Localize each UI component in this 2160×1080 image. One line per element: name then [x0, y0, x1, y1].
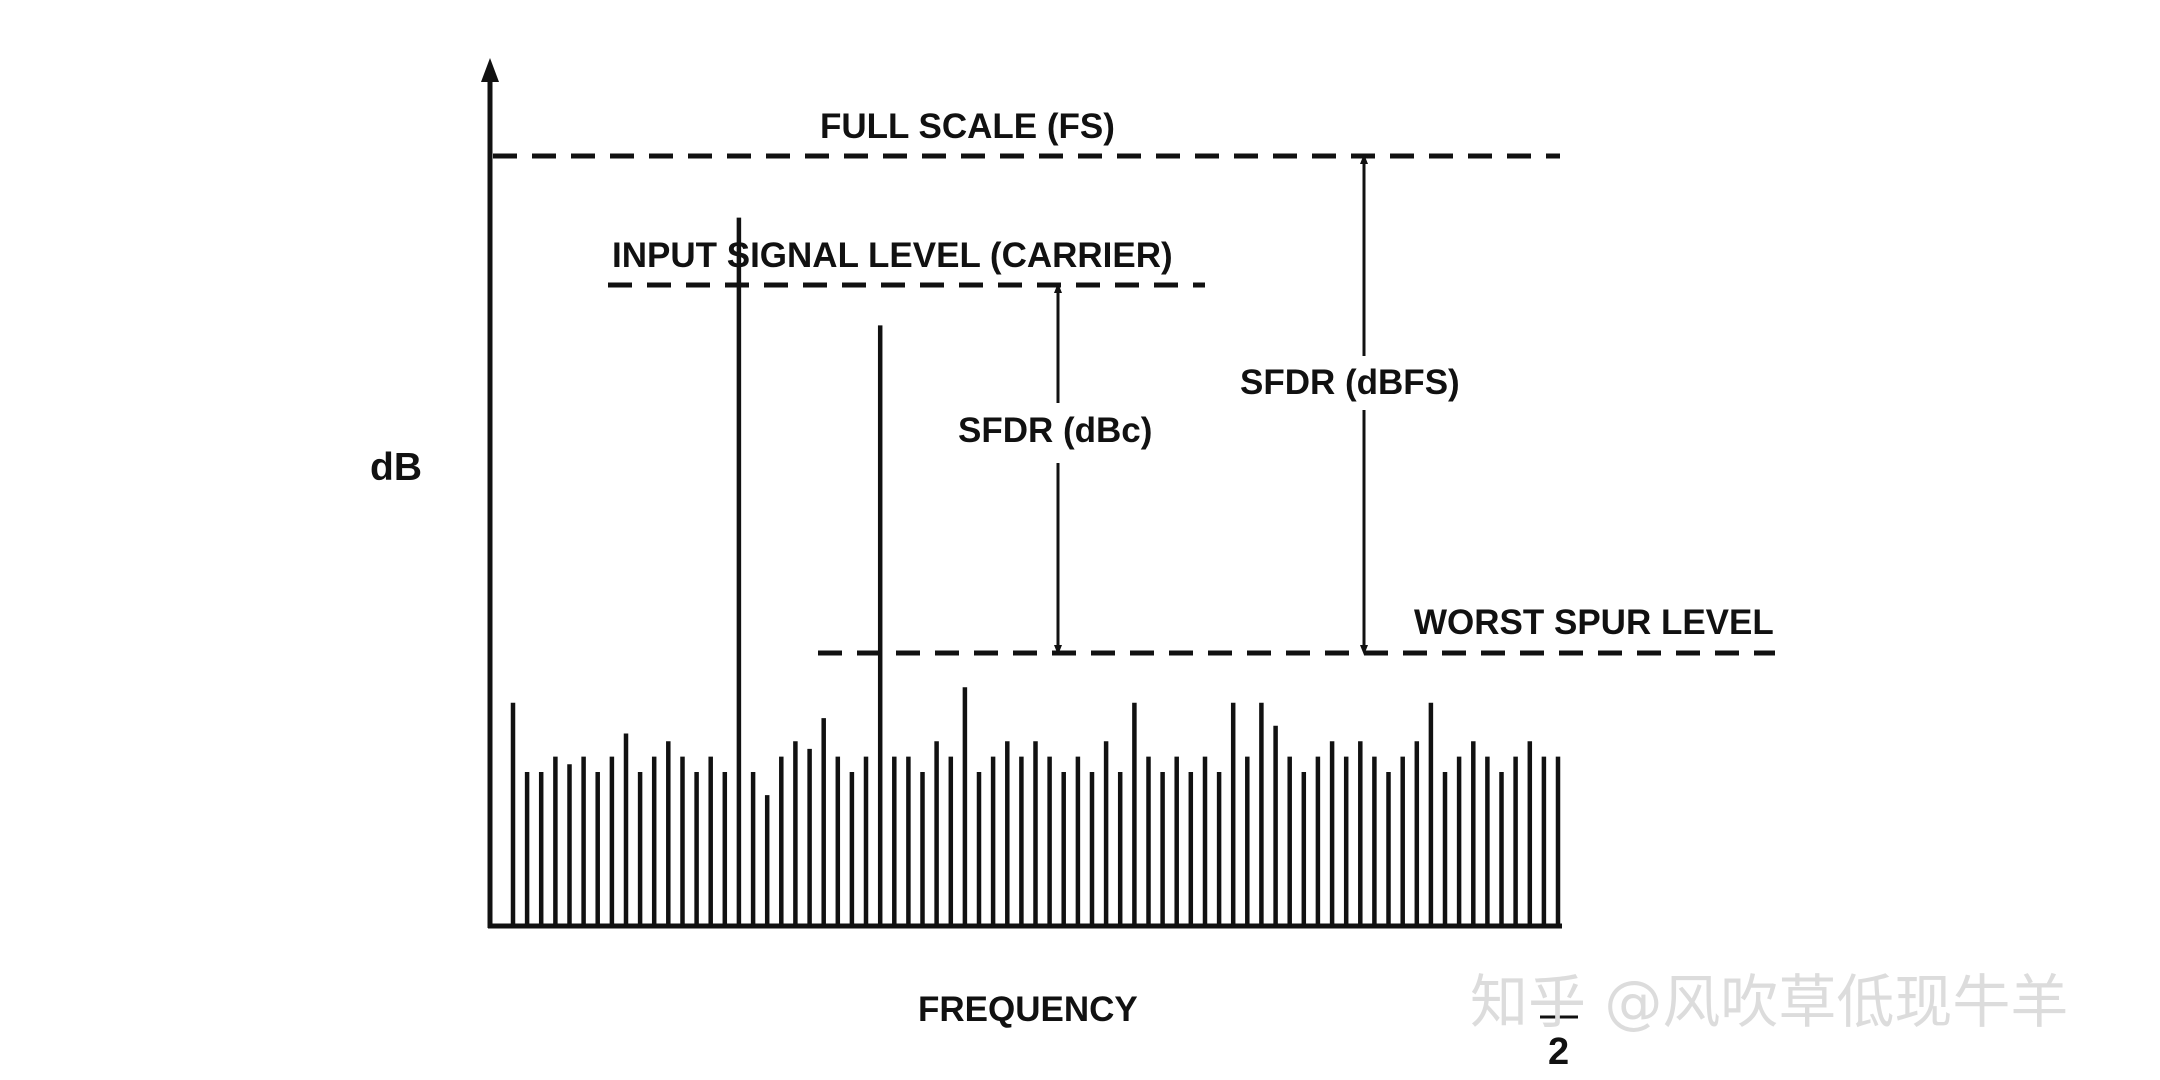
input-signal-label: INPUT SIGNAL LEVEL (CARRIER) — [612, 236, 1173, 275]
x-axis-label: FREQUENCY — [918, 990, 1138, 1029]
full-scale-label: FULL SCALE (FS) — [820, 107, 1115, 146]
sfdr-dbc-label: SFDR (dBc) — [958, 411, 1152, 450]
y-axis-arrow-icon — [481, 58, 499, 82]
sfdr-dbfs-label: SFDR (dBFS) — [1240, 363, 1460, 402]
spectrum-lines — [510, 217, 1561, 926]
y-axis-label: dB — [370, 446, 422, 489]
fs-half-denominator: 2 — [1548, 1031, 1569, 1073]
watermark-text: 知乎 @风吹草低现牛羊 — [1470, 968, 2068, 1036]
worst-spur-label: WORST SPUR LEVEL — [1414, 603, 1774, 642]
